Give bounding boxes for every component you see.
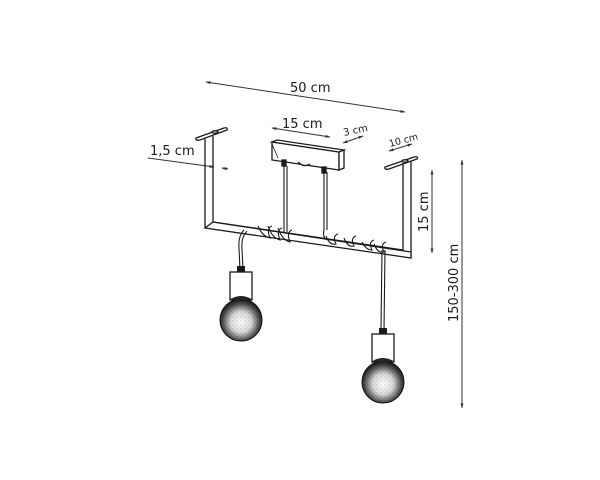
right-mount-plate <box>384 156 419 170</box>
dimension-canopy-depth <box>342 135 364 144</box>
cables <box>238 166 387 331</box>
dimension-frame-bar <box>147 157 229 171</box>
dimension-total-width <box>205 81 406 113</box>
label-total-height: 150-300 cm <box>447 244 462 322</box>
label-mount-plate: 10 cm <box>388 132 419 150</box>
label-canopy-width: 15 cm <box>282 117 323 132</box>
dimension-canopy-width <box>271 127 331 138</box>
frame <box>203 136 412 259</box>
label-frame-height: 15 cm <box>417 192 432 233</box>
dimension-mount-plate <box>388 143 413 152</box>
canopy <box>269 139 347 174</box>
label-total-width: 50 cm <box>290 81 331 96</box>
left-mount-plate <box>195 127 228 141</box>
left-bulb <box>219 266 263 342</box>
label-canopy-depth: 3 cm <box>342 123 369 139</box>
label-frame-bar: 1,5 cm <box>150 144 195 159</box>
right-bulb <box>361 328 405 404</box>
